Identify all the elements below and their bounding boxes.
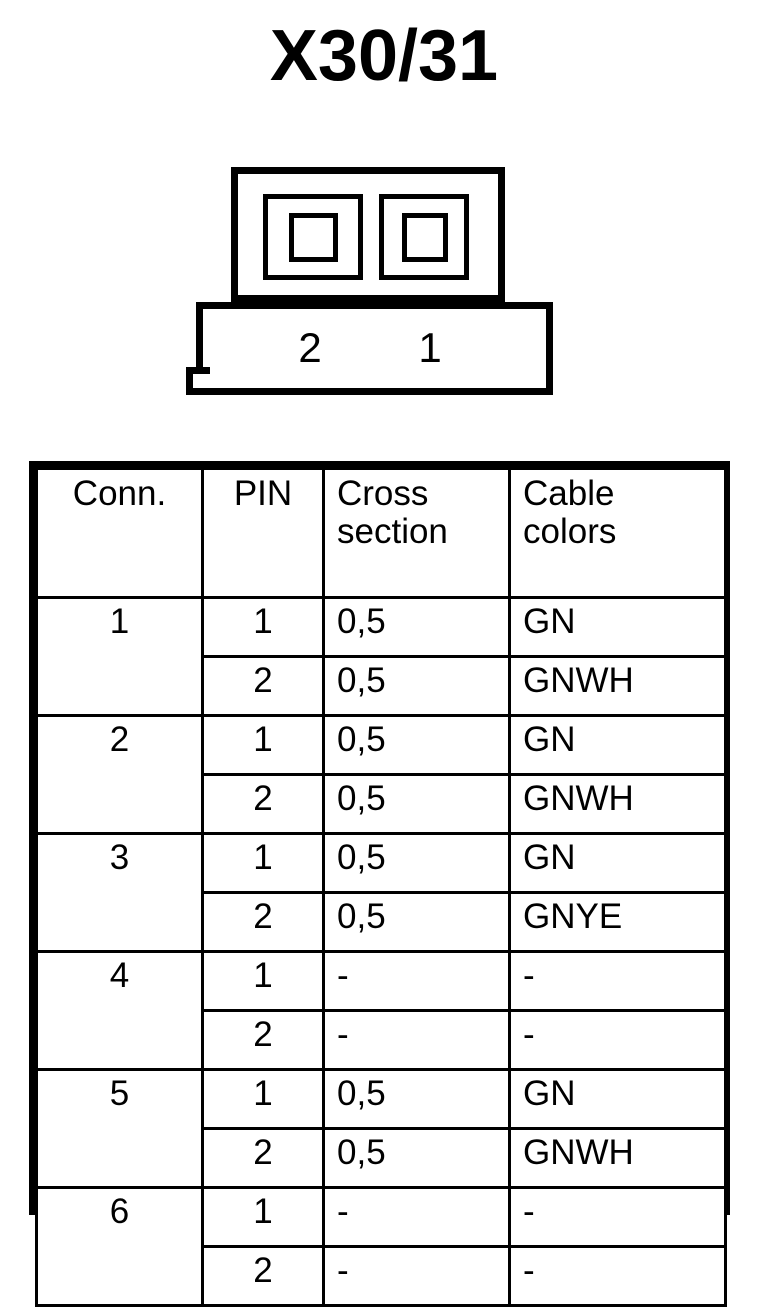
table-row: 2-- [37,1009,727,1071]
connector-pin-label-1: 1 [418,324,442,371]
cell-conn: 1 [35,596,204,717]
cell-cable-color: GN [508,1068,727,1130]
connector-lower-body [196,302,553,395]
cell-pin: 1 [201,1186,325,1248]
cell-cross-section: 0,5 [322,596,511,658]
wiring-table-header: Conn. PIN Cross section Cable colors [35,467,727,599]
column-header-conn: Conn. [35,467,204,599]
cell-cable-color: GNWH [508,1127,727,1189]
cell-cross-section: 0,5 [322,714,511,776]
cell-conn: 4 [35,950,204,1071]
column-header-color-line1: Cable [523,474,615,513]
cell-cable-color: GN [508,714,727,776]
cell-cable-color: GNWH [508,655,727,717]
cell-cross-section: 0,5 [322,891,511,953]
cell-pin: 1 [201,596,325,658]
cell-pin: 2 [201,773,325,835]
cell-pin: 2 [201,1009,325,1071]
cell-cross-section: - [322,950,511,1012]
column-header-cross-section: Cross section [322,467,511,599]
connector-cavity-inner-pin2 [289,213,338,262]
cell-cross-section: 0,5 [322,832,511,894]
cell-cable-color: GN [508,832,727,894]
cell-pin: 1 [201,714,325,776]
cell-conn: 3 [35,832,204,953]
cell-cross-section: 0,5 [322,773,511,835]
cell-cross-section: - [322,1009,511,1071]
column-header-cross-line2: section [337,512,448,551]
connector-cavity-inner-pin1 [402,213,448,262]
column-header-cable-colors: Cable colors [508,467,727,599]
cell-pin: 1 [201,950,325,1012]
cell-pin: 2 [201,655,325,717]
cell-cross-section: - [322,1245,511,1307]
column-header-cross-line1: Cross [337,474,429,513]
cell-pin: 2 [201,1127,325,1189]
cell-cross-section: 0,5 [322,1068,511,1130]
cell-cable-color: - [508,950,727,1012]
cell-conn: 5 [35,1068,204,1189]
cell-cable-color: - [508,1009,727,1071]
cell-pin: 2 [201,891,325,953]
cell-cable-color: - [508,1245,727,1307]
header-row: Conn. PIN Cross section Cable colors [35,467,727,599]
cell-conn: 2 [35,714,204,835]
cell-cable-color: GN [508,596,727,658]
cell-cable-color: GNWH [508,773,727,835]
cell-conn: 6 [35,1186,204,1307]
connector-pin-label-2: 2 [298,324,322,371]
cell-cross-section: 0,5 [322,1127,511,1189]
cell-cable-color: GNYE [508,891,727,953]
cell-pin: 1 [201,832,325,894]
page-title: X30/31 [269,16,499,96]
connector-latch-tab [186,367,210,395]
cell-pin: 2 [201,1245,325,1307]
cell-cross-section: 0,5 [322,655,511,717]
cell-cross-section: - [322,1186,511,1248]
column-header-color-line2: colors [523,512,617,551]
cell-cable-color: - [508,1186,727,1248]
cell-pin: 1 [201,1068,325,1130]
column-header-pin: PIN [201,467,325,599]
